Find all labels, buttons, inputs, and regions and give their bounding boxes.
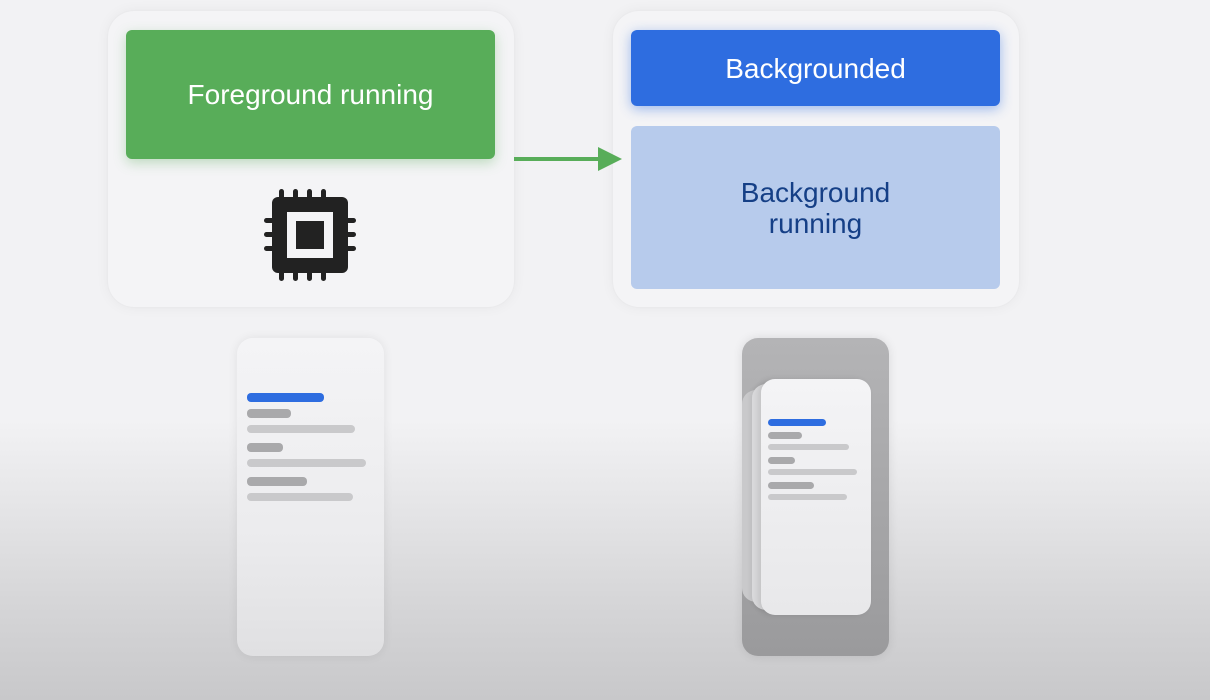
phone-title-bar [247,393,324,402]
phone-text-line [247,477,307,486]
foreground-running-box: Foreground running [126,30,495,159]
phone-text-line [247,425,355,433]
backgrounded-box: Backgrounded [631,30,1000,106]
phone-text-line [247,409,291,418]
card-text-line [768,482,814,489]
card-title-bar [768,419,826,426]
phone-text-line [247,459,366,467]
arrow-right-icon [514,147,622,171]
background-running-box: Background running [631,126,1000,289]
backgrounded-label: Backgrounded [725,52,906,84]
card-text-line [768,469,857,475]
background-running-label: Background running [740,176,891,239]
card-text-line [768,494,847,500]
card-text-line [768,457,795,464]
card-text-line [768,432,802,439]
phone-text-line [247,493,353,501]
foreground-running-label: Foreground running [187,79,434,110]
card-text-line [768,444,849,450]
phone-text-line [247,443,283,452]
cpu-chip-icon [264,189,356,281]
